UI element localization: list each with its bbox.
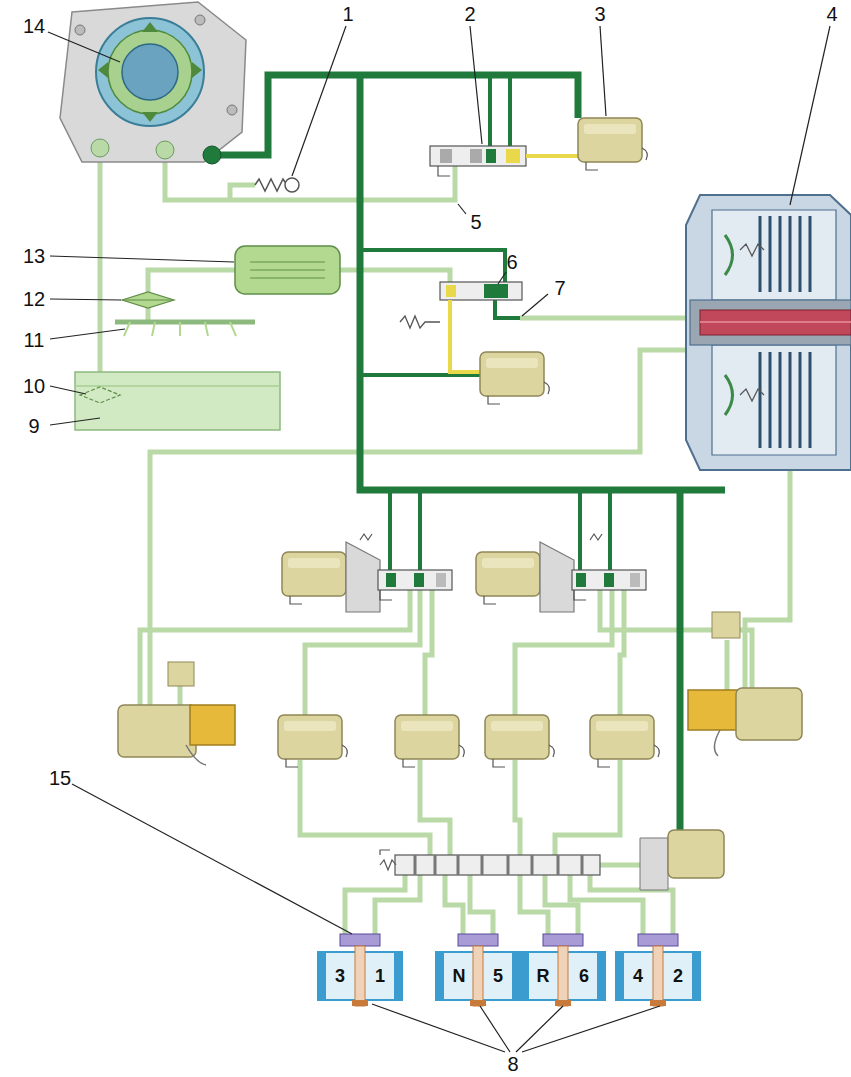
pressure-lines bbox=[212, 75, 725, 830]
callout-number: 6 bbox=[506, 252, 517, 272]
gear-solenoids bbox=[278, 715, 659, 767]
oil-pump bbox=[60, 2, 246, 164]
callout-number: 2 bbox=[464, 4, 475, 24]
safety-solenoids bbox=[118, 612, 802, 765]
clutch-valves bbox=[282, 534, 646, 612]
main-pressure-valve bbox=[430, 118, 647, 176]
callout-number: 15 bbox=[49, 768, 71, 788]
gear-label: 4 bbox=[633, 967, 643, 985]
callout-number: 10 bbox=[23, 376, 45, 396]
callout-number: 13 bbox=[23, 246, 45, 266]
leader-lines bbox=[48, 26, 830, 1052]
callout-number: 11 bbox=[24, 330, 45, 350]
gear-label: 3 bbox=[335, 967, 345, 985]
check-valve bbox=[255, 178, 299, 192]
gear-label: 1 bbox=[375, 967, 385, 985]
cooling-valve bbox=[400, 282, 549, 404]
callout-number: 3 bbox=[594, 4, 605, 24]
callout-number: 8 bbox=[507, 1054, 518, 1074]
callout-number: 9 bbox=[28, 416, 39, 436]
gear-label: 5 bbox=[493, 967, 503, 985]
callout-number: 7 bbox=[554, 278, 565, 298]
cooler-and-sump bbox=[75, 246, 340, 430]
gear-actuators bbox=[318, 934, 700, 1006]
multiplexer bbox=[380, 830, 724, 890]
callout-number: 14 bbox=[23, 16, 45, 36]
callout-number: 4 bbox=[826, 4, 837, 24]
gear-label: 6 bbox=[579, 967, 589, 985]
callout-number: 1 bbox=[342, 4, 353, 24]
double-clutch bbox=[686, 195, 851, 470]
gear-label: N bbox=[453, 967, 466, 985]
gear-label: 2 bbox=[673, 967, 683, 985]
callout-number: 12 bbox=[23, 289, 45, 309]
callout-number: 5 bbox=[470, 212, 481, 232]
gear-label: R bbox=[537, 967, 550, 985]
